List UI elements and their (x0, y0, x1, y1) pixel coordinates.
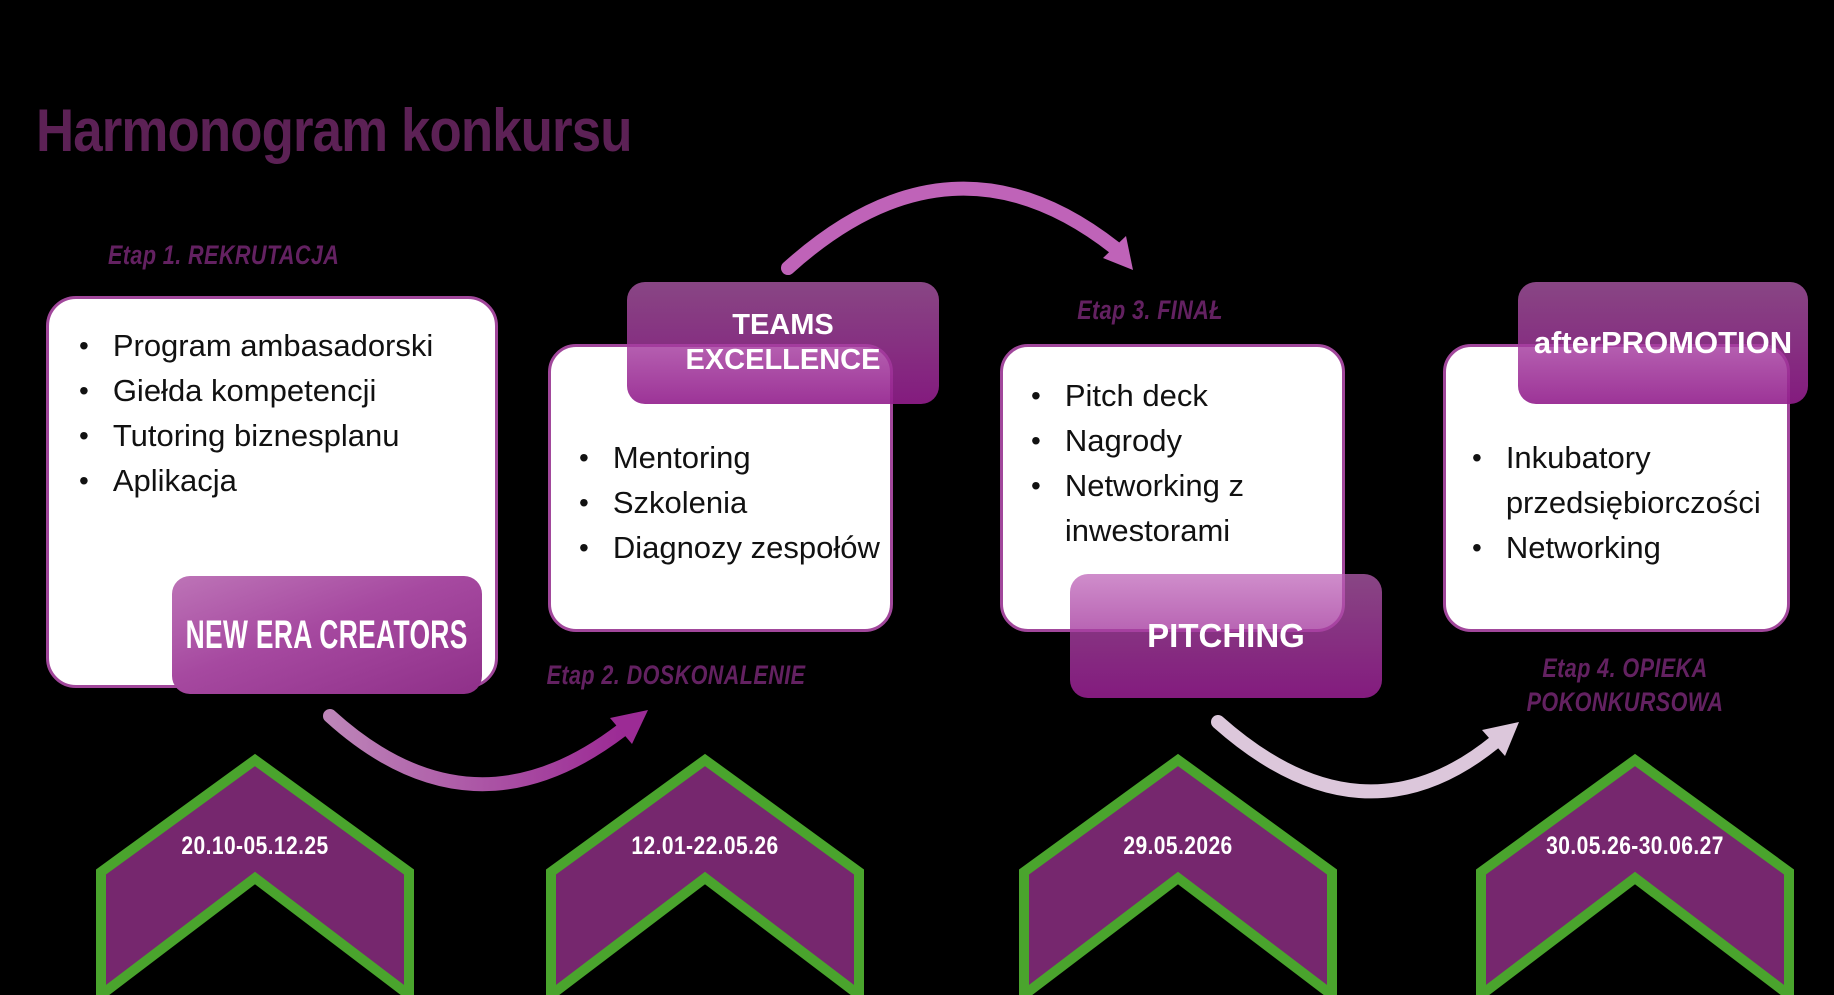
bullet-item: •Tutoring biznesplanu (79, 413, 495, 458)
chevron-shape (1019, 753, 1337, 995)
stage-2-bullet-list: •Mentoring •Szkolenia •Diagnozy zespołów (579, 435, 890, 570)
bullet-dot: • (79, 465, 89, 496)
stage-4-badge: afterPROMOTION (1518, 282, 1808, 404)
stage-2-badge: TEAMS EXCELLENCE (627, 282, 939, 404)
bullet-dot: • (579, 442, 589, 473)
stage-3-badge: PITCHING (1070, 574, 1382, 698)
bullet-dot: • (1031, 425, 1041, 456)
page-title: Harmonogram konkursu (36, 97, 632, 164)
chevron-1-date: 20.10-05.12.25 (181, 832, 329, 860)
bullet-dot: • (1031, 470, 1041, 501)
stage-4-heading: Etap 4. OPIEKA POKONKURSOWA (1526, 653, 1724, 717)
chevron-2-date: 12.01-22.05.26 (631, 832, 779, 860)
bullet-item: •Mentoring (579, 435, 890, 480)
chevron-3-date: 29.05.2026 (1123, 832, 1233, 860)
bullet-item: •Nagrody (1031, 418, 1342, 463)
stage-1-badge: NEW ERA CREATORS (172, 576, 482, 694)
stage-2-heading: Etap 2. DOSKONALENIE (546, 660, 806, 690)
stage-1-bullet-list: •Program ambasadorski •Giełda kompetencj… (79, 323, 495, 503)
bullet-item: •Aplikacja (79, 458, 495, 503)
chevron-shape (96, 753, 414, 995)
bullet-dot: • (1031, 380, 1041, 411)
bullet-item: •Inkubatory przedsiębiorczości (1472, 435, 1787, 525)
flow-arrow-2-3 (781, 181, 1133, 275)
chevron-marker-1: 20.10-05.12.25 (95, 752, 415, 995)
bullet-item: •Diagnozy zespołów (579, 525, 890, 570)
chevron-shape (546, 753, 864, 995)
bullet-dot: • (1472, 442, 1482, 473)
bullet-item: •Networking (1472, 525, 1787, 570)
chevron-marker-3: 29.05.2026 (1018, 752, 1338, 995)
chevron-marker-2: 12.01-22.05.26 (545, 752, 865, 995)
stage-1-heading: Etap 1. REKRUTACJA (108, 240, 340, 270)
bullet-item: •Szkolenia (579, 480, 890, 525)
stage-4-bullet-list: •Inkubatory przedsiębiorczości •Networki… (1472, 435, 1787, 570)
bullet-dot: • (79, 330, 89, 361)
bullet-dot: • (579, 532, 589, 563)
bullet-item: •Networking z inwestorami (1031, 463, 1342, 553)
bullet-dot: • (79, 375, 89, 406)
bullet-dot: • (1472, 532, 1482, 563)
bullet-dot: • (79, 420, 89, 451)
chevron-4-date: 30.05.26-30.06.27 (1546, 832, 1724, 860)
bullet-item: •Program ambasadorski (79, 323, 495, 368)
bullet-item: •Pitch deck (1031, 373, 1342, 418)
bullet-item: •Giełda kompetencji (79, 368, 495, 413)
bullet-dot: • (579, 487, 589, 518)
chevron-shape (1476, 753, 1794, 995)
stage-3-bullet-list: •Pitch deck •Nagrody •Networking z inwes… (1031, 373, 1342, 553)
chevron-marker-4: 30.05.26-30.06.27 (1475, 752, 1795, 995)
stage-3-heading: Etap 3. FINAŁ (1077, 295, 1223, 325)
